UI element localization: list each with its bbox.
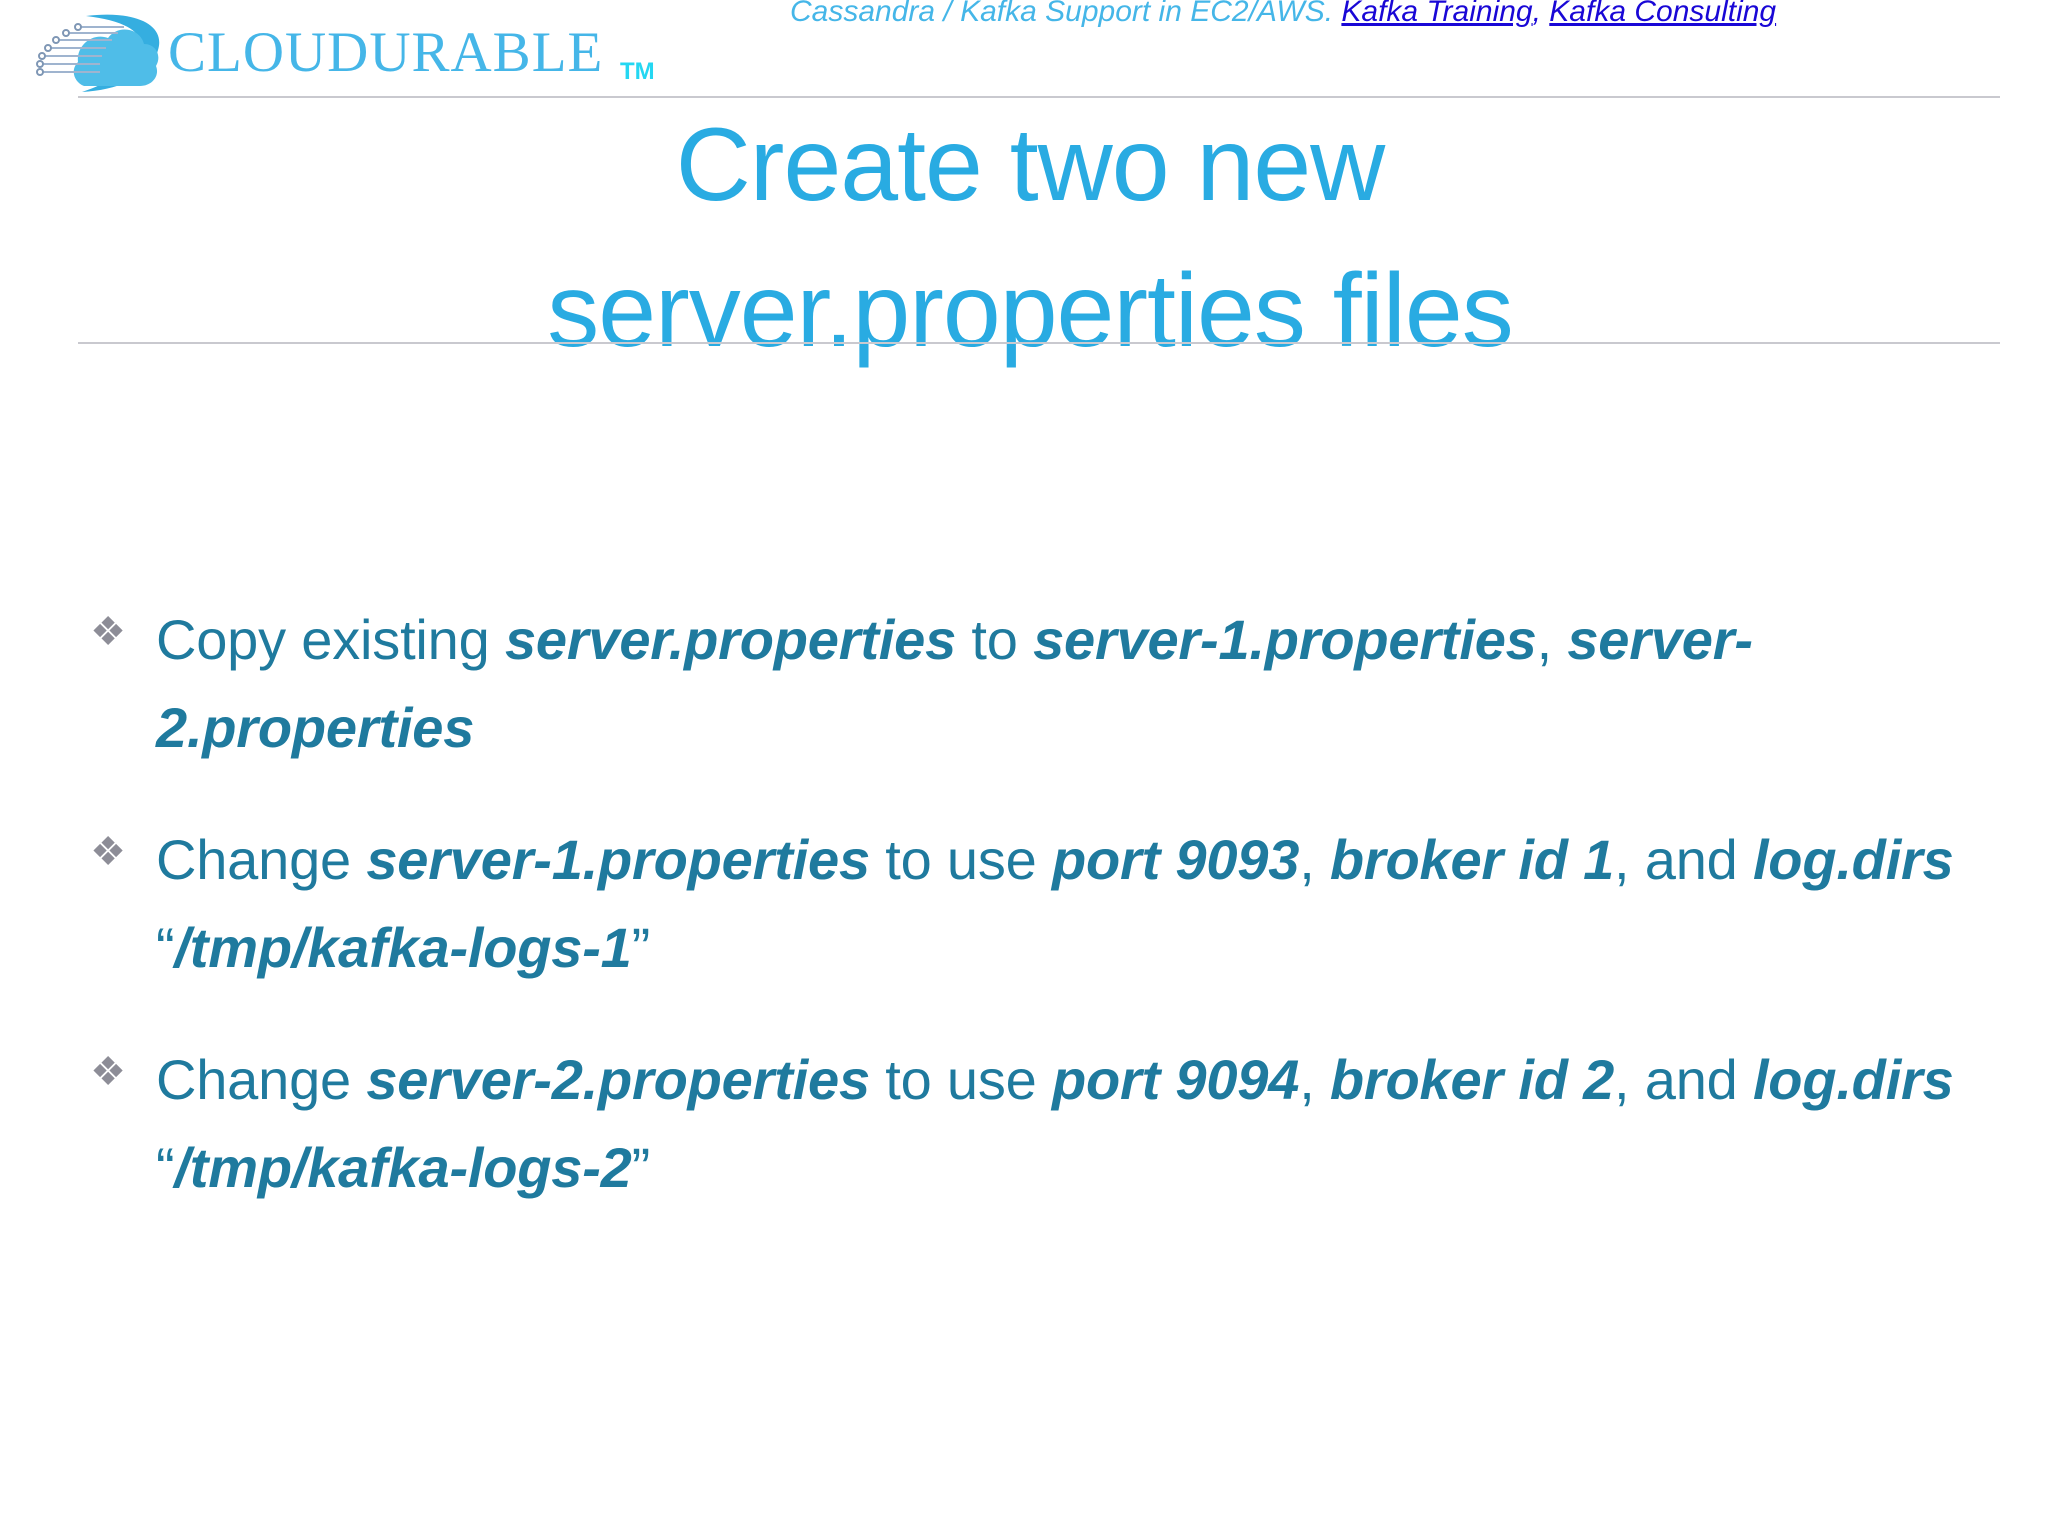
emphasized-term: log.dirs <box>1752 828 1954 891</box>
emphasized-term: /tmp/kafka-logs-1 <box>174 916 632 979</box>
list-item: ❖ Change server-2.properties to use port … <box>78 1036 1978 1212</box>
slide-header: CLOUDURABLE TM Cassandra / Kafka Support… <box>0 0 2048 100</box>
plain-text: ” <box>631 916 651 979</box>
kafka-training-link[interactable]: Kafka Training <box>1341 0 1533 28</box>
list-item: ❖ Copy existing server.properties to serv… <box>78 596 1978 772</box>
plain-text: to use <box>869 1048 1052 1111</box>
emphasized-term: server.properties <box>504 608 957 671</box>
bullet-diamond-icon: ❖ <box>90 610 126 654</box>
header-tagline-text: Cassandra / Kafka Support in EC2/AWS. <box>790 0 1334 28</box>
plain-text: , <box>1299 828 1330 891</box>
bullet-diamond-icon: ❖ <box>90 830 126 874</box>
page-title-line-1: Create two new <box>675 107 1386 223</box>
emphasized-term: broker id 2 <box>1329 1048 1615 1111</box>
emphasized-term: port 9094 <box>1051 1048 1300 1111</box>
page-title-line-2: server.properties files <box>547 253 1513 369</box>
plain-text: “ <box>156 1136 175 1199</box>
plain-text: Copy existing <box>156 608 505 671</box>
bullet-copy-server-properties: Copy existing server.properties to serve… <box>156 596 1978 772</box>
bullet-list: ❖ Copy existing server.properties to serv… <box>78 596 1978 1256</box>
bullet-change-server-1: Change server-1.properties to use port 9… <box>156 816 1978 992</box>
header-tagline-block: Cassandra / Kafka Support in EC2/AWS. Ka… <box>790 0 1930 34</box>
emphasized-term: broker id 1 <box>1329 828 1615 891</box>
trademark-symbol: TM <box>620 58 655 85</box>
header-divider-rule <box>78 96 2000 98</box>
plain-text: “ <box>156 916 175 979</box>
brand-wordmark: CLOUDURABLE <box>168 21 604 84</box>
emphasized-term: server-2.properties <box>366 1048 870 1111</box>
title-divider-rule <box>78 342 2000 344</box>
plain-text: ” <box>631 1136 651 1199</box>
plain-text: to use <box>869 828 1052 891</box>
emphasized-term: log.dirs <box>1752 1048 1954 1111</box>
emphasized-term: server-1.properties <box>1033 608 1537 671</box>
plain-text: Change <box>156 828 367 891</box>
plain-text: Change <box>156 1048 367 1111</box>
cloud-circuit-logo-icon <box>26 6 186 94</box>
plain-text: , <box>1536 608 1568 671</box>
bullet-change-server-2: Change server-2.properties to use port 9… <box>156 1036 1978 1212</box>
header-link-separator: , <box>1532 0 1541 28</box>
kafka-consulting-link[interactable]: Kafka Consulting <box>1549 0 1777 28</box>
bullet-diamond-icon: ❖ <box>90 1050 126 1094</box>
emphasized-term: server-1.properties <box>366 828 870 891</box>
plain-text: , <box>1299 1048 1330 1111</box>
plain-text: , and <box>1614 828 1753 891</box>
emphasized-term: server-2.properties <box>156 608 1753 759</box>
list-item: ❖ Change server-1.properties to use port … <box>78 816 1978 992</box>
page-title: Create two new server.properties files <box>120 92 1940 384</box>
plain-text: to <box>956 608 1034 671</box>
plain-text: , and <box>1614 1048 1753 1111</box>
emphasized-term: port 9093 <box>1051 828 1300 891</box>
emphasized-term: /tmp/kafka-logs-2 <box>174 1136 632 1199</box>
